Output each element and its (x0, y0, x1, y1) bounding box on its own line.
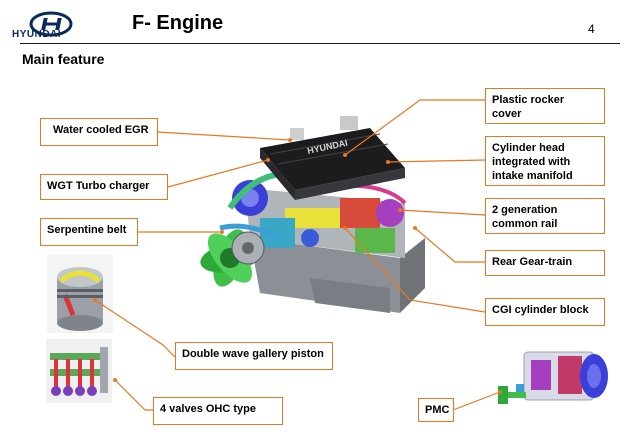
callout-cgi-cylinder-block: CGI cylinder block (485, 298, 605, 326)
hyundai-logo-icon (29, 11, 73, 37)
engine-illustration: HYUNDAI (200, 116, 425, 313)
callout-pmc: PMC (418, 398, 454, 422)
callout-cylinder-head: Cylinder head integrated with intake man… (485, 136, 605, 186)
callout-water-cooled-egr: Water cooled EGR (40, 118, 158, 146)
callout-rear-gear-train: Rear Gear-train (485, 250, 605, 276)
header-divider (20, 43, 620, 44)
callout-plastic-rocker-cover: Plastic rocker cover (485, 88, 605, 124)
callout-double-wave-piston: Double wave gallery piston (175, 342, 333, 370)
valvetrain-thumbnail (46, 339, 112, 403)
section-title: Main feature (22, 51, 105, 67)
brand-wordmark: HYUNDAI (12, 29, 62, 40)
page-title: F- Engine (132, 12, 224, 34)
pmc-illustration (498, 351, 608, 404)
callout-valves-ohc: 4 valves OHC type (153, 397, 283, 425)
callout-serpentine-belt: Serpentine belt (40, 218, 138, 246)
callout-wgt-turbo-charger: WGT Turbo charger (40, 174, 168, 200)
callout-common-rail: 2 generation common rail (485, 198, 605, 234)
page-number: 4 (588, 22, 595, 36)
